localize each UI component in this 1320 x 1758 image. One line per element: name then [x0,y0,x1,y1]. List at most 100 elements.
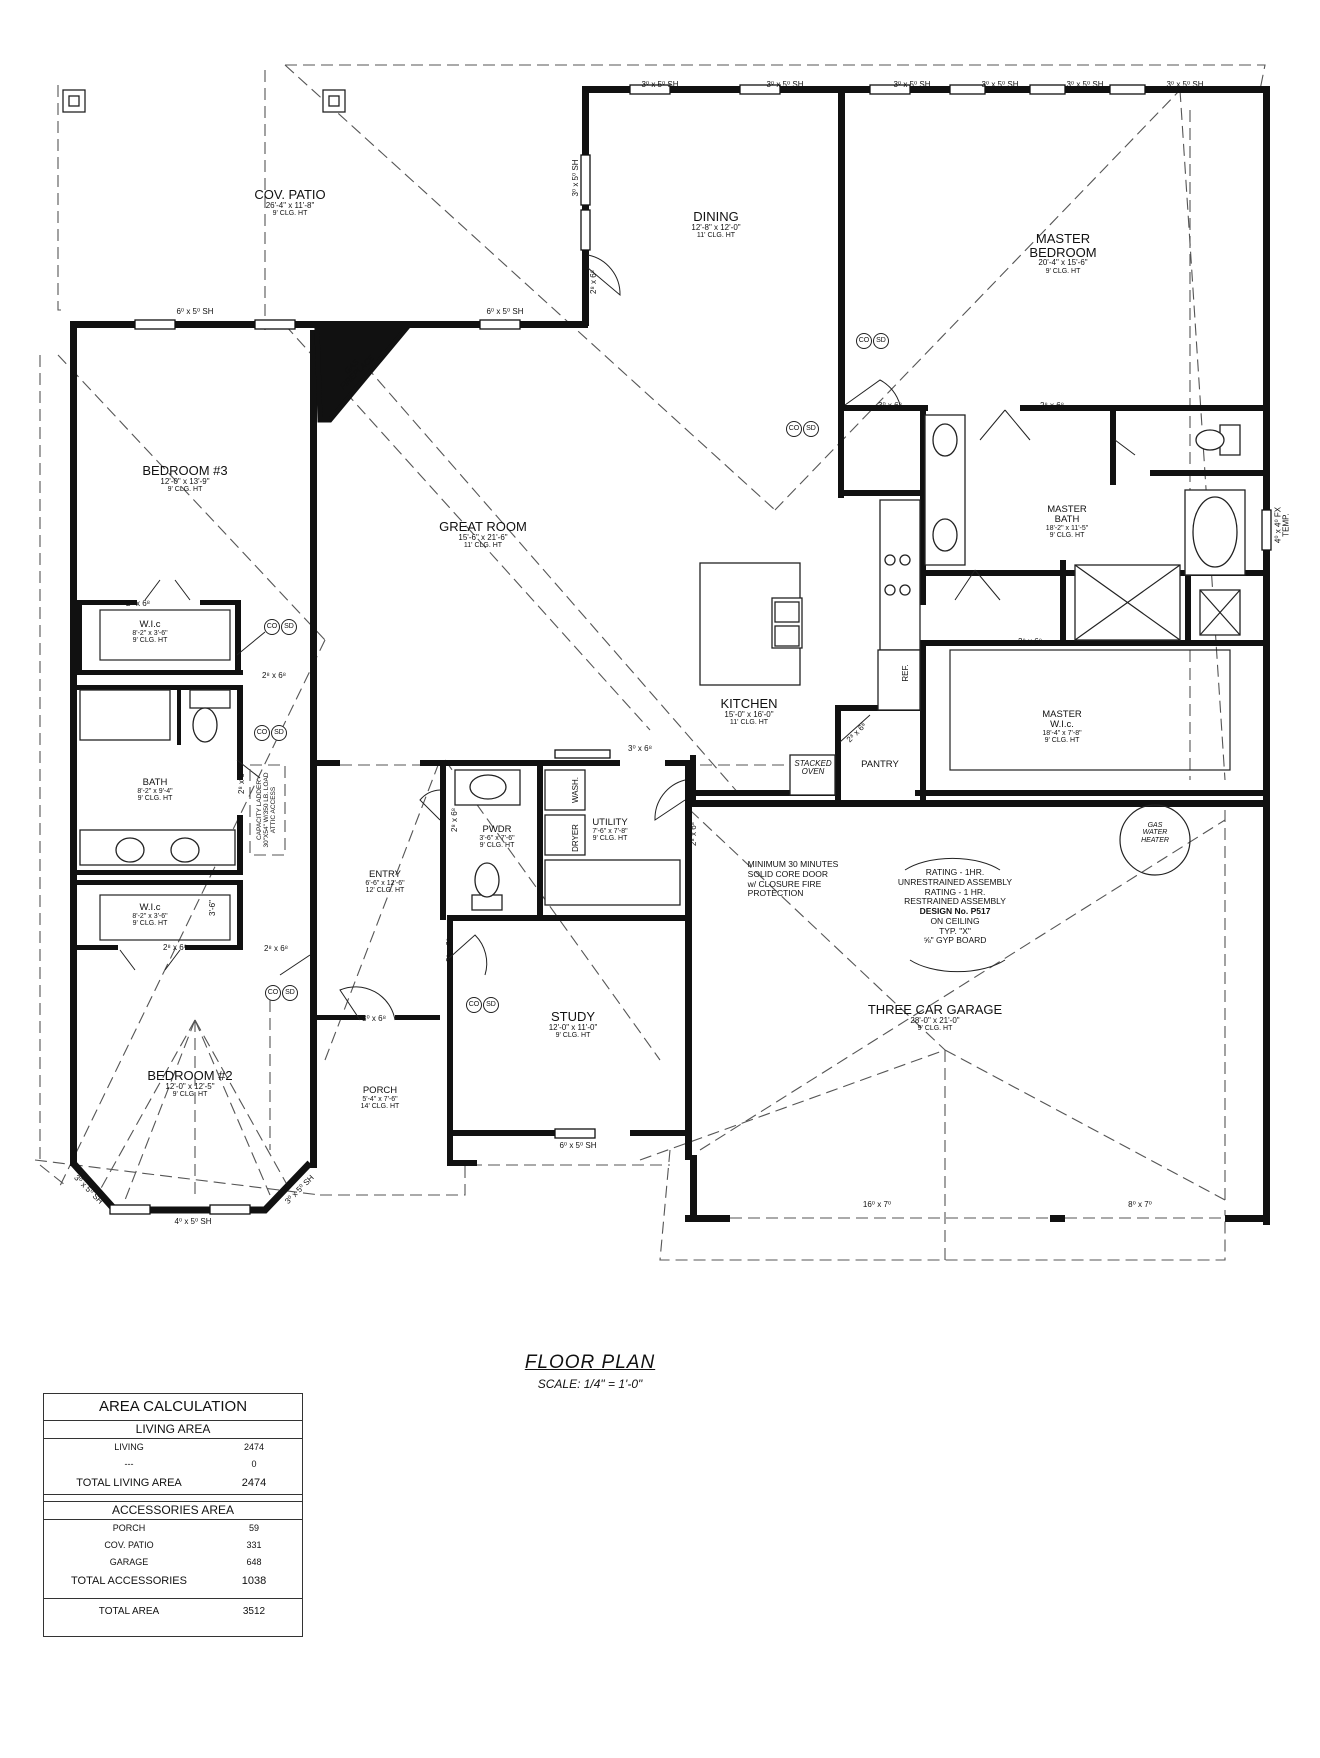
co-detector-icon: CO [265,985,281,1001]
door-label: 2⁸ x 6⁸ [449,807,459,833]
door-label: 2⁸ x 6⁸ [263,944,289,953]
room-name: MASTER BATH [1047,504,1087,525]
plan-scale: SCALE: 1/4" = 1'-0" [537,1377,643,1391]
window-label: 6⁰ x 5⁰ SH [486,307,524,316]
room-ceiling: 9' CLG. HT [132,920,168,928]
total-area-row: TOTAL AREA 3512 [44,1598,302,1625]
door-label: 2⁸ x 6⁸ [588,269,598,295]
room-study: STUDY 12'-0" x 11'-0" 9' CLG. HT [549,1010,598,1039]
area-table-title: AREA CALCULATION [44,1394,302,1421]
window-label: 3⁰ x 5⁰ SH [1066,80,1104,89]
row-value: 59 [248,1523,259,1533]
table-row: --- 0 [44,1456,302,1473]
room-ceiling: 9' CLG. HT [1044,737,1080,745]
room-garage: THREE CAR GARAGE 28'-0" x 21'-0" 9' CLG.… [868,1003,1002,1032]
smoke-detector-icon: SD [281,619,297,635]
door-label: 2⁸ x 6⁸ [1039,401,1065,410]
door-label: 2⁸ x 6⁸ [236,769,246,795]
room-bath: BATH 8'-2" x 9'-4" 9' CLG. HT [137,778,172,803]
row-label: LIVING [114,1442,144,1452]
table-row: COV. PATIO 331 [44,1537,302,1554]
room-name: DINING [693,209,739,224]
co-detector-icon: CO [254,725,270,741]
table-row: GARAGE 648 [44,1554,302,1571]
total-accessories-row: TOTAL ACCESSORIES 1038 [44,1571,302,1592]
room-dims: 20'-4" x 15'-6" [1038,258,1088,268]
room-wic-bottom: W.I.c 8'-2" x 3'-6" 9' CLG. HT [132,903,167,928]
window-label: 3⁰ x 5⁰ SH [570,159,580,197]
door-label: 8⁰ x 7⁰ [1128,1200,1152,1209]
room-ceiling: 14' CLG. HT [360,1103,400,1111]
window-label: 3⁰ x 5⁰ SH [641,80,679,89]
room-master-bedroom: MASTER BEDROOM 20'-4" x 15'-6" 9' CLG. H… [1029,232,1096,275]
smoke-detector-icon: SD [271,725,287,741]
room-entry: ENTRY 6'-6" x 12'-6" 12' CLG. HT [365,870,404,895]
room-dims: 5'-4" x 7'-6" [362,1095,398,1103]
room-name: W.I.c [139,902,161,913]
room-name: COV. PATIO [254,187,326,202]
room-name: GREAT ROOM [439,519,527,534]
room-bedroom-3: BEDROOM #3 12'-0" x 13'-9" 9' CLG. HT [142,464,227,493]
row-label: TOTAL ACCESSORIES [71,1575,187,1587]
smoke-detector-icon: SD [803,421,819,437]
smoke-detector-icon: SD [873,333,889,349]
row-value: 331 [246,1540,262,1550]
room-dims: 18'-2" x 11'-5" [1045,524,1089,532]
room-name: ENTRY [368,869,402,880]
window-label: 3⁰ x 5⁰ SH [1166,80,1204,89]
room-dims: 26'-4" x 11'-8" [265,200,315,210]
table-row: PORCH 59 [44,1520,302,1537]
room-ceiling: 9' CLG. HT [272,210,308,218]
door-label: 3⁰ x 6⁸ [362,1014,386,1023]
room-ceiling: 9' CLG. HT [555,1032,591,1040]
smoke-detector-icon: SD [282,985,298,1001]
rating-line: ON CEILING [930,915,980,926]
room-name: MASTER BEDROOM [1029,231,1097,260]
windows [109,84,1272,1215]
refrigerator-label: REF. [900,664,910,682]
room-dims: 18'-4" x 7'-8" [1042,729,1082,737]
rating-line: DESIGN No. P517 [919,906,991,917]
walls [70,86,1270,1225]
rating-line: TYP. "X" [939,925,971,936]
room-ceiling: 9' CLG. HT [167,486,203,494]
door-label: 2⁸ x 6⁸ [1017,637,1043,646]
room-ceiling: 11' CLG. HT [729,719,769,727]
room-dims: 8'-2" x 3'-6" [132,629,168,637]
patio-columns [62,89,346,113]
rating-line: RATING - 1HR. [925,867,985,877]
fixtures [79,414,1246,1219]
room-porch: PORCH 5'-4" x 7'-6" 14' CLG. HT [361,1086,400,1111]
row-label: --- [124,1459,134,1469]
stacked-oven-label: STACKED OVEN [794,759,832,777]
row-value: 648 [246,1557,262,1567]
roof-outline [34,64,1266,1261]
room-cov-patio: COV. PATIO 26'-4" x 11'-8" 9' CLG. HT [254,188,325,217]
washer-label: WASH. [570,777,580,803]
fire-door-note: MINIMUM 30 MINUTES SOLID CORE DOOR w/ CL… [747,859,839,899]
row-label: TOTAL LIVING AREA [76,1477,182,1489]
door-label: 3⁰ x 6⁸ [628,744,652,753]
total-living-row: TOTAL LIVING AREA 2474 [44,1473,302,1494]
room-ceiling: 9' CLG. HT [1049,532,1085,540]
window-label: 6⁰ x 5⁰ SH [176,307,214,316]
row-value: 3512 [242,1606,266,1617]
room-name: BEDROOM #2 [147,1068,233,1083]
room-bedroom-2: BEDROOM #2 12'-0" x 12'-5" 9' CLG. HT [147,1069,232,1098]
room-ceiling: 9' CLG. HT [172,1091,208,1099]
room-dims: 6'-6" x 12'-6" [365,879,405,887]
divider [44,1494,302,1501]
window-label: 3⁰ x 5⁰ SH [893,80,931,89]
door-label: 2⁸ x 6⁸ [125,599,151,608]
row-label: TOTAL AREA [98,1606,160,1617]
room-dims: 15'-0" x 16'-0" [724,709,774,719]
room-pwdr: PWDR 3'-6" x 7'-6" 9' CLG. HT [479,825,514,850]
window-label: 4⁰ x 5⁰ SH [174,1217,212,1226]
row-value: 2474 [241,1477,267,1489]
room-ceiling: 11' CLG. HT [463,542,503,550]
room-ceiling: 9' CLG. HT [137,795,173,803]
co-detector-icon: CO [786,421,802,437]
row-label: GARAGE [109,1557,149,1567]
room-name: KITCHEN [720,696,778,711]
